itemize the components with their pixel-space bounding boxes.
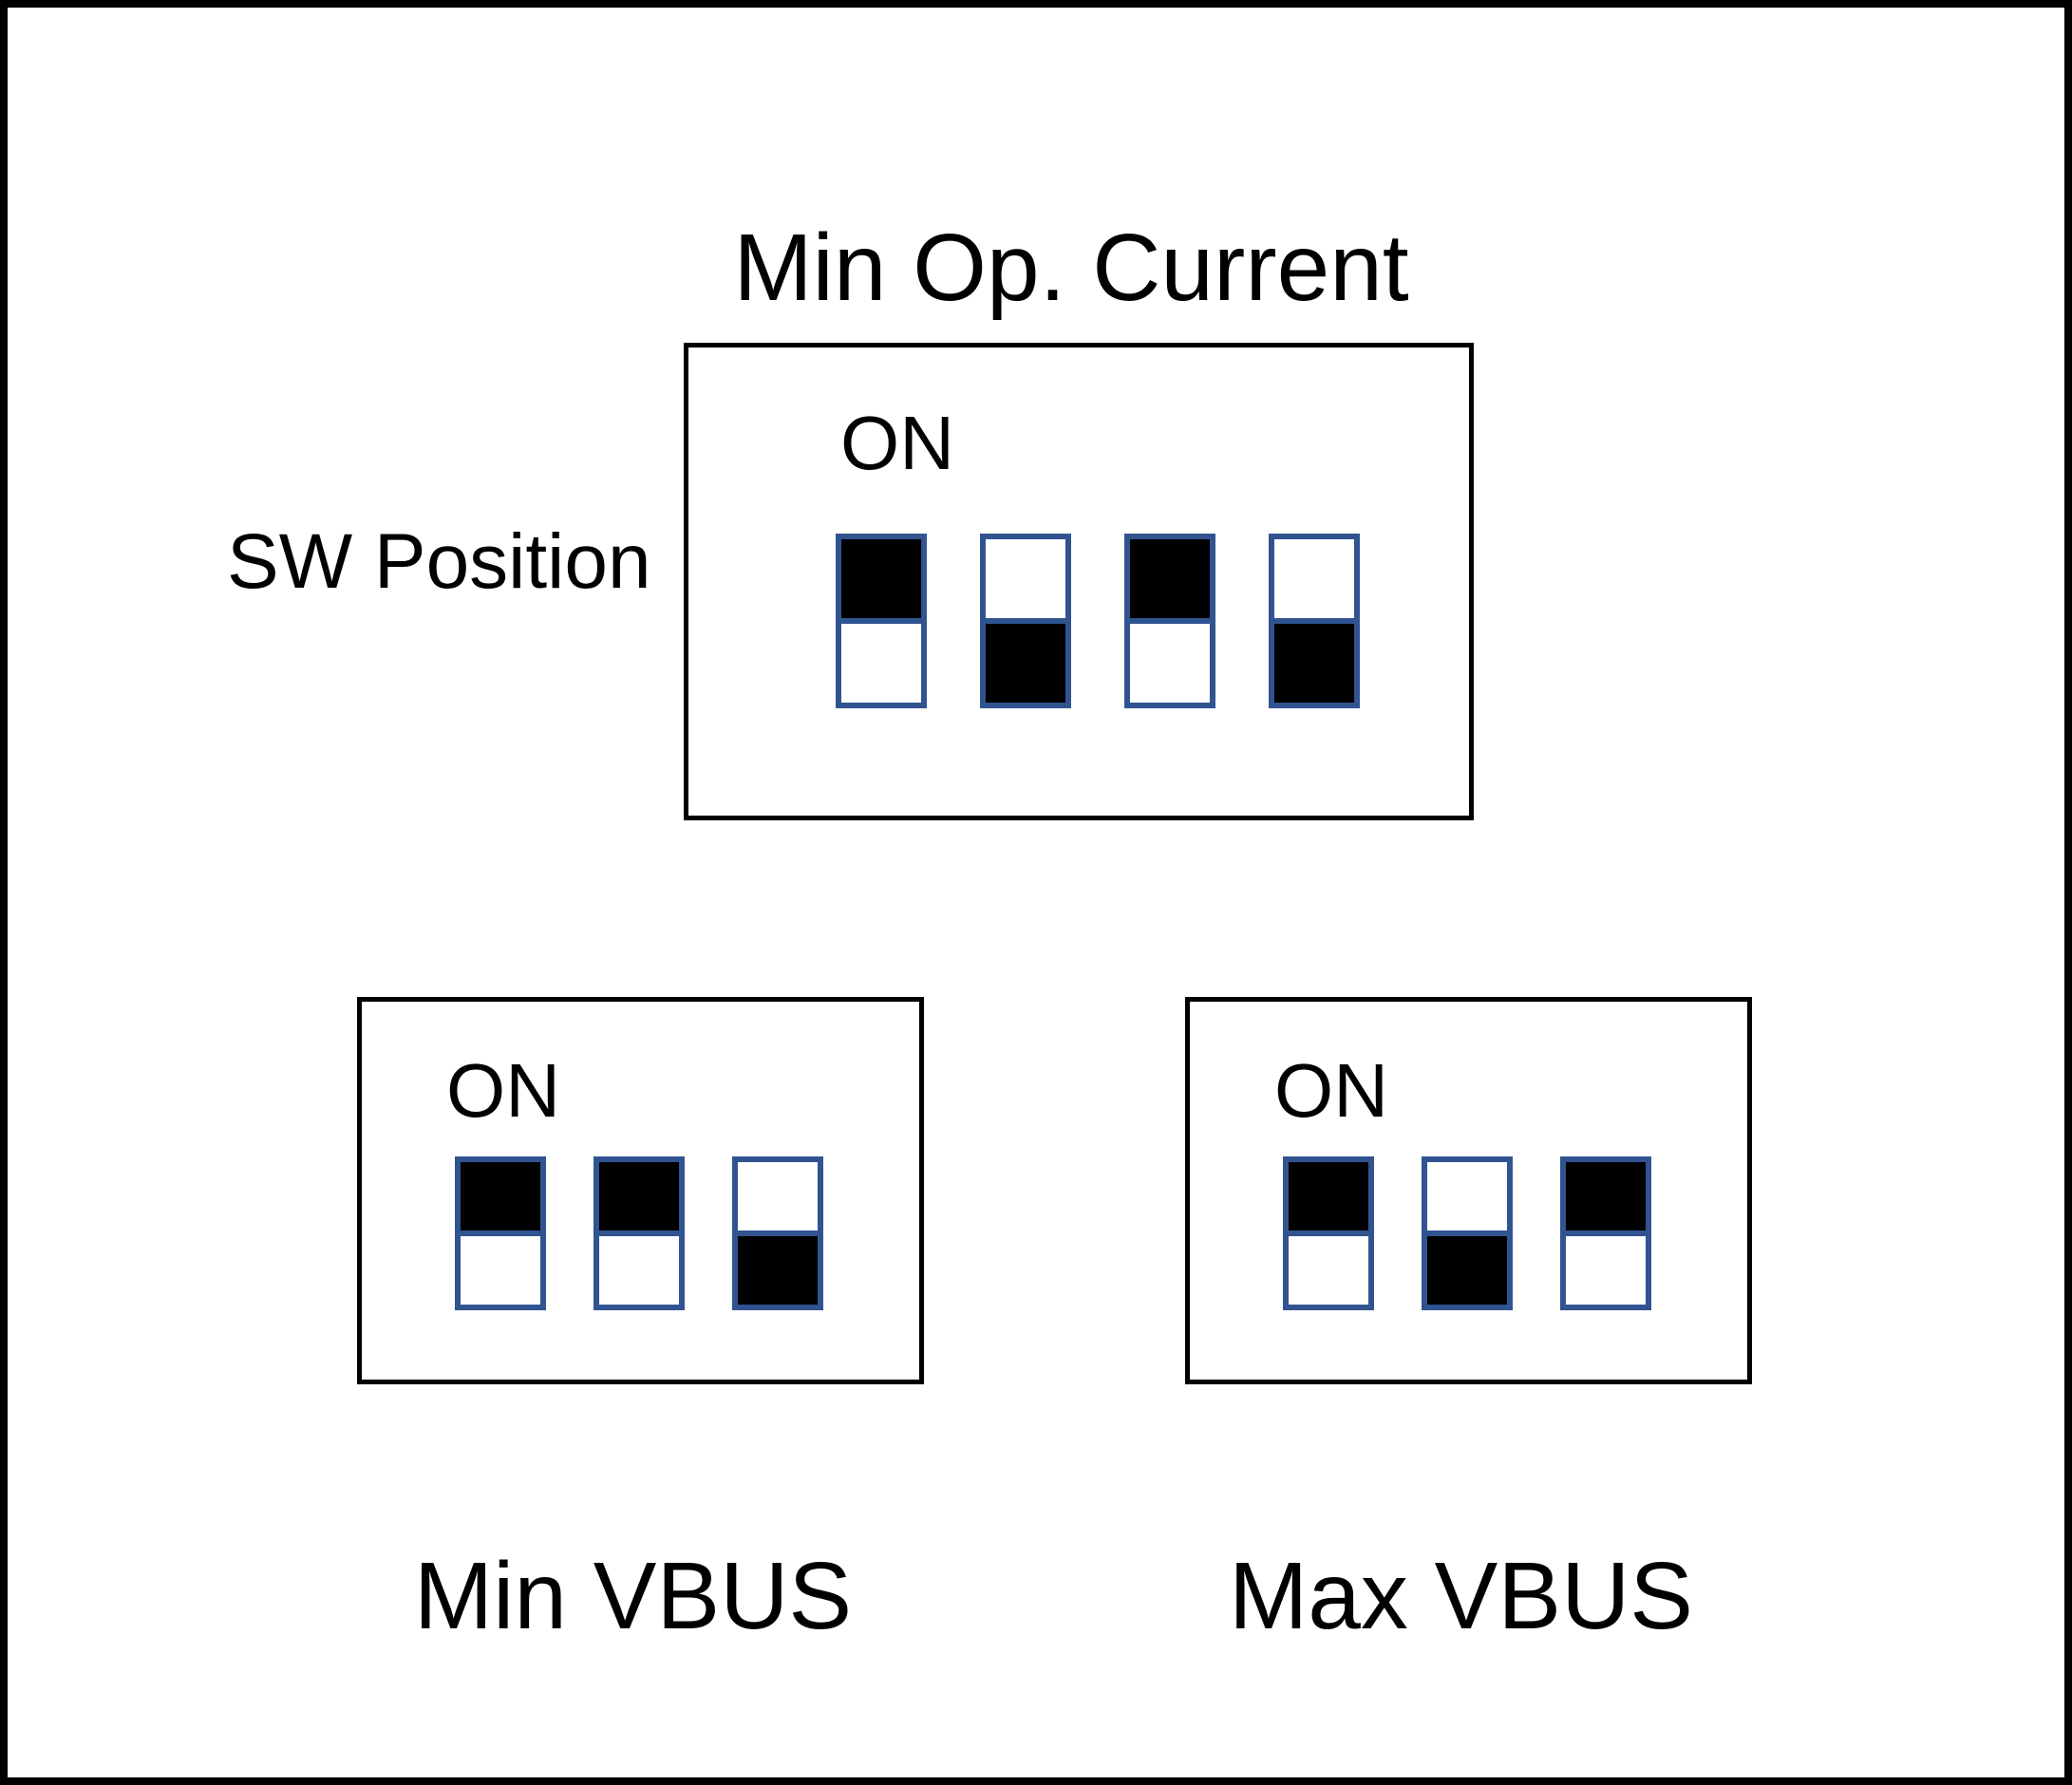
dip-switch-off	[732, 1156, 823, 1310]
switch-off-position-cell	[1269, 618, 1360, 708]
switch-off-position-cell	[455, 1231, 546, 1310]
switch-off-position-cell	[1560, 1231, 1651, 1310]
switch-off-position-cell	[593, 1231, 685, 1310]
dip-switch-on	[1124, 534, 1215, 708]
dip-switch-off	[1422, 1156, 1513, 1310]
switch-on-position-cell	[1422, 1156, 1513, 1236]
panel-caption-min-op-current: Min Op. Current	[733, 215, 1409, 321]
switch-off-position-cell	[980, 618, 1071, 708]
dip-switch-on	[593, 1156, 685, 1310]
panel-caption-min-vbus: Min VBUS	[413, 1543, 853, 1649]
switch-off-position-cell	[732, 1231, 823, 1310]
switch-on-position-cell	[836, 534, 927, 624]
panel-min-vbus: ON	[357, 997, 924, 1384]
switch-on-position-cell	[732, 1156, 823, 1236]
panel-max-vbus: ON	[1185, 997, 1752, 1384]
on-direction-label: ON	[446, 1048, 560, 1133]
dip-switch-off	[980, 534, 1071, 708]
switch-off-position-cell	[1422, 1231, 1513, 1310]
on-direction-label: ON	[1274, 1048, 1388, 1133]
sw-position-label: SW Position	[227, 518, 651, 605]
switch-on-position-cell	[1124, 534, 1215, 624]
switch-on-position-cell	[980, 534, 1071, 624]
dip-switch-on	[1283, 1156, 1374, 1310]
switch-on-position-cell	[1560, 1156, 1651, 1236]
switch-off-position-cell	[1124, 618, 1215, 708]
switch-on-position-cell	[593, 1156, 685, 1236]
dip-switch-row	[1283, 1156, 1651, 1310]
on-direction-label: ON	[840, 401, 954, 485]
switch-on-position-cell	[1283, 1156, 1374, 1236]
switch-off-position-cell	[836, 618, 927, 708]
dip-switch-row	[455, 1156, 823, 1310]
dip-switch-on	[455, 1156, 546, 1310]
switch-on-position-cell	[1269, 534, 1360, 624]
dip-switch-on	[836, 534, 927, 708]
dip-switch-on	[1560, 1156, 1651, 1310]
panel-caption-max-vbus: Max VBUS	[1228, 1543, 1693, 1649]
switch-off-position-cell	[1283, 1231, 1374, 1310]
dip-switch-off	[1269, 534, 1360, 708]
switch-on-position-cell	[455, 1156, 546, 1236]
panel-min-op-current: ON	[684, 343, 1474, 820]
dip-switch-row	[836, 534, 1360, 708]
